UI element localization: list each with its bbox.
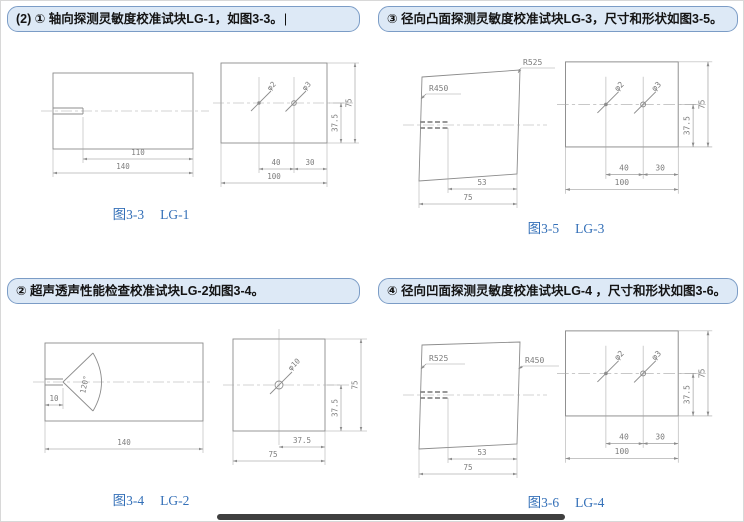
hole-label-phi3: φ3 bbox=[650, 349, 663, 362]
dim-40: 40 bbox=[619, 432, 629, 441]
caption-block-name: LG-2 bbox=[160, 493, 190, 508]
caption-lg3: 图3-5 LG-3 bbox=[466, 217, 666, 237]
caption-fig-number: 图3-3 bbox=[112, 207, 145, 222]
caption-fig-number: 图3-4 bbox=[112, 493, 145, 508]
caption-block-name: LG-4 bbox=[575, 495, 605, 510]
dim-75: 75 bbox=[463, 193, 472, 202]
dim-100: 100 bbox=[615, 447, 630, 456]
header-lg1-text: (2) ① 轴向探测灵敏度校准试块LG-1，如图3-3。 bbox=[16, 12, 283, 26]
dim-37-5: 37.5 bbox=[682, 385, 691, 404]
dim-75-right: 75 bbox=[351, 380, 360, 389]
text-cursor: | bbox=[283, 12, 288, 26]
dim-100: 100 bbox=[615, 178, 630, 187]
caption-fig-number: 图3-6 bbox=[527, 495, 560, 510]
hole-label-phi2: φ2 bbox=[613, 349, 626, 362]
lg1-axial-block-drawing: 110 140 bbox=[41, 72, 209, 177]
dim-37-5: 37.5 bbox=[682, 116, 691, 135]
lg4-holes-block-drawing: φ2 φ3 40 30 100 37.5 75 bbox=[557, 330, 713, 463]
lg2-hole-block-drawing: φ10 37.5 75 37.5 75 bbox=[223, 329, 367, 465]
header-lg3-text: ③ 径向凸面探测灵敏度校准试块LG-3，尺寸和形状如图3-5。 bbox=[387, 12, 723, 26]
header-lg2[interactable]: ② 超声透声性能检查校准试块LG-2如图3-4。 bbox=[7, 278, 360, 304]
lg2-cone-block-drawing: 120° 10 140 bbox=[33, 342, 213, 453]
caption-block-name: LG-1 bbox=[160, 207, 190, 222]
dim-140: 140 bbox=[117, 438, 131, 447]
dim-110: 110 bbox=[131, 148, 145, 157]
dim-40: 40 bbox=[619, 163, 629, 172]
lg3-holes-block-drawing: φ2 φ3 40 30 100 37.5 75 bbox=[557, 61, 713, 194]
radius-label-r525: R525 bbox=[429, 354, 448, 363]
header-lg2-text: ② 超声透声性能检查校准试块LG-2如图3-4。 bbox=[16, 284, 265, 298]
dim-10: 10 bbox=[49, 394, 59, 403]
dim-75: 75 bbox=[463, 463, 472, 472]
caption-lg4: 图3-6 LG-4 bbox=[466, 491, 666, 511]
dim-75: 75 bbox=[697, 99, 706, 109]
dim-30: 30 bbox=[655, 163, 665, 172]
caption-lg2: 图3-4 LG-2 bbox=[51, 489, 251, 509]
hole-label-phi3: φ3 bbox=[650, 80, 663, 93]
dim-37-5-right: 37.5 bbox=[331, 399, 340, 417]
hole-label-phi2: φ2 bbox=[265, 80, 278, 93]
lg3-convex-block-drawing: 53 75 R450 R525 bbox=[403, 58, 555, 208]
dim-53: 53 bbox=[477, 448, 486, 457]
dim-37-5-bottom: 37.5 bbox=[293, 436, 311, 445]
caption-fig-number: 图3-5 bbox=[527, 221, 560, 236]
hole-label-phi2: φ2 bbox=[613, 80, 626, 93]
radius-label-r450: R450 bbox=[525, 356, 544, 365]
hole-label-phi3: φ3 bbox=[300, 80, 313, 93]
dim-37-5: 37.5 bbox=[331, 114, 340, 132]
lg1-holes-block-drawing: φ2 φ3 40 30 100 37.5 75 bbox=[213, 62, 359, 187]
header-lg1[interactable]: (2) ① 轴向探测灵敏度校准试块LG-1，如图3-3。| bbox=[7, 6, 360, 32]
header-lg4-text: ④ 径向凹面探测灵敏度校准试块LG-4 ，尺寸和形状如图3-6。 bbox=[387, 284, 727, 298]
header-lg4[interactable]: ④ 径向凹面探测灵敏度校准试块LG-4 ，尺寸和形状如图3-6。 bbox=[378, 278, 738, 304]
dim-75: 75 bbox=[697, 368, 706, 378]
horizontal-scrollbar-thumb[interactable] bbox=[217, 514, 565, 520]
radius-label-r525: R525 bbox=[523, 58, 542, 67]
dim-140: 140 bbox=[116, 162, 130, 171]
caption-block-name: LG-3 bbox=[575, 221, 605, 236]
dim-30: 30 bbox=[655, 432, 665, 441]
dim-53: 53 bbox=[477, 178, 486, 187]
dim-75: 75 bbox=[345, 98, 354, 107]
dim-30: 30 bbox=[305, 158, 315, 167]
dim-75-bottom: 75 bbox=[268, 450, 277, 459]
dim-40: 40 bbox=[271, 158, 281, 167]
lg4-concave-block-drawing: 53 75 R525 R450 bbox=[403, 341, 559, 478]
angle-label-120: 120° bbox=[78, 375, 91, 395]
caption-lg1: 图3-3 LG-1 bbox=[51, 203, 251, 223]
dim-100: 100 bbox=[267, 172, 281, 181]
hole-label-phi10: φ10 bbox=[286, 356, 302, 372]
radius-label-r450: R450 bbox=[429, 84, 448, 93]
header-lg3[interactable]: ③ 径向凸面探测灵敏度校准试块LG-3，尺寸和形状如图3-5。 bbox=[378, 6, 738, 32]
